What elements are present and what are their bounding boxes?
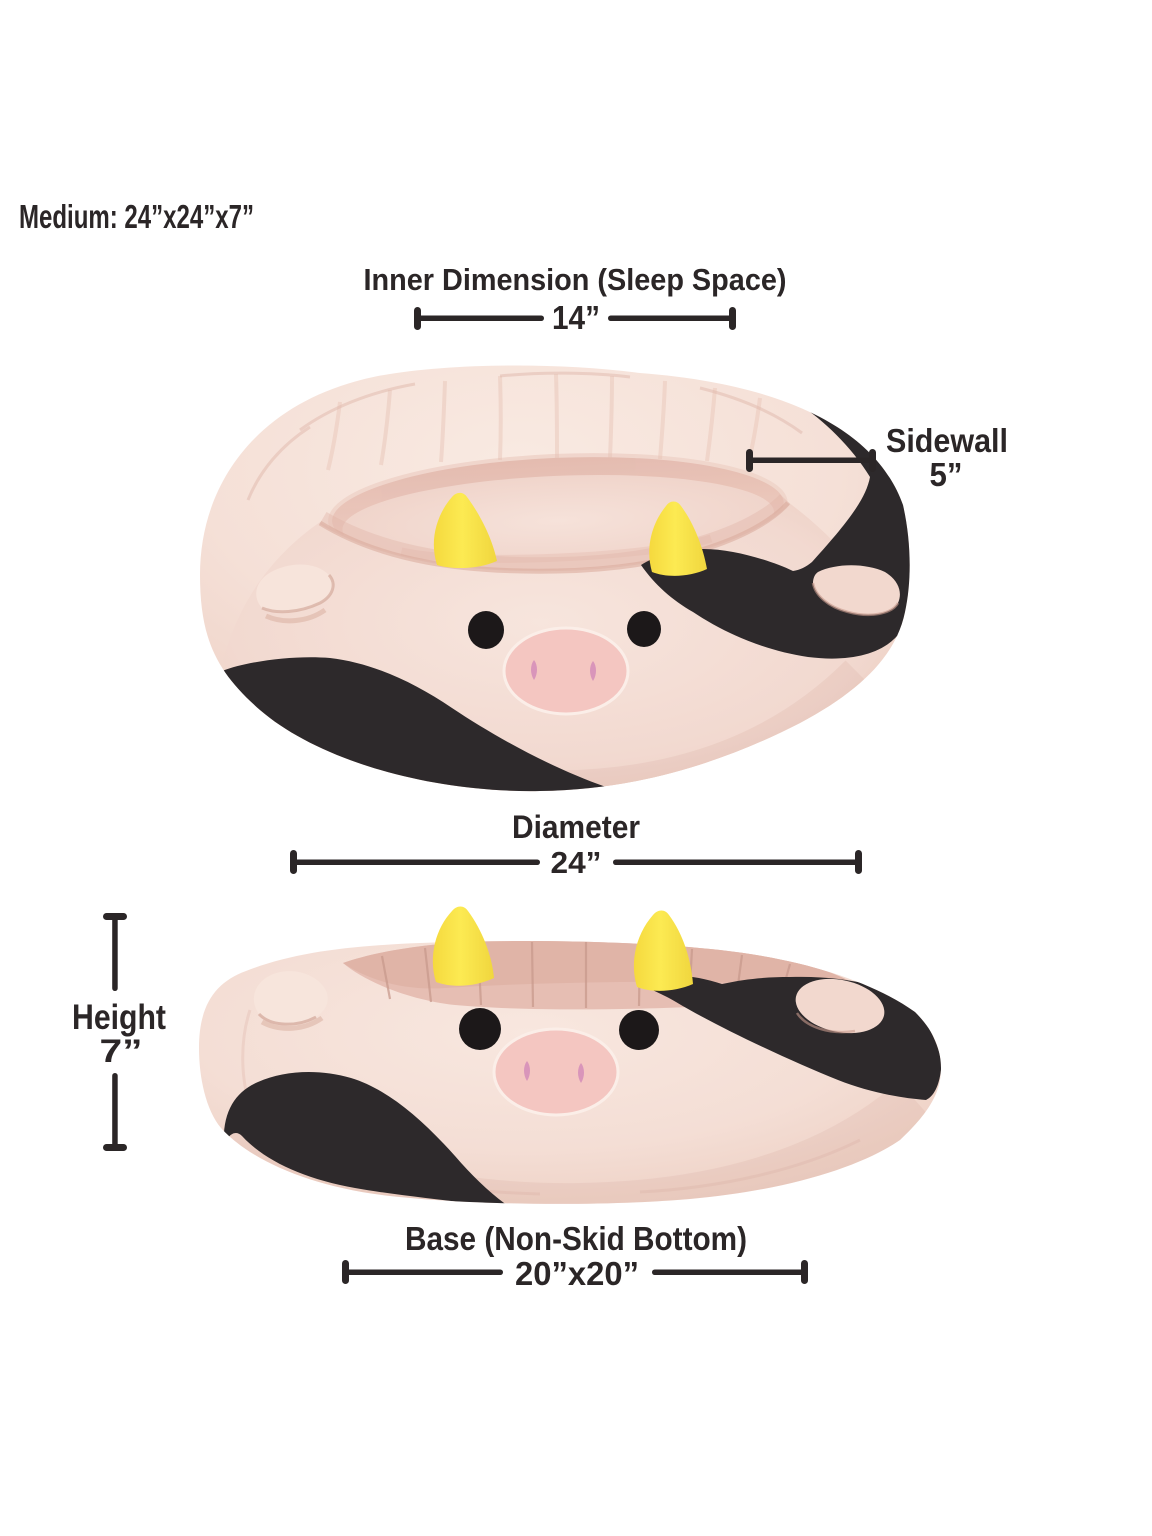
- svg-text:Inner Dimension (Sleep Space): Inner Dimension (Sleep Space): [364, 262, 787, 297]
- svg-text:Base (Non-Skid Bottom): Base (Non-Skid Bottom): [405, 1220, 747, 1257]
- svg-text:7”: 7”: [100, 1033, 143, 1069]
- svg-text:5”: 5”: [930, 456, 963, 493]
- svg-text:Medium: 24”x24”x7”: Medium: 24”x24”x7”: [19, 198, 254, 235]
- svg-text:14”: 14”: [552, 299, 600, 336]
- svg-text:Height: Height: [72, 998, 166, 1037]
- svg-text:Sidewall: Sidewall: [886, 422, 1008, 459]
- svg-text:Diameter: Diameter: [512, 809, 640, 845]
- svg-text:20”x20”: 20”x20”: [515, 1255, 639, 1292]
- svg-text:24”: 24”: [551, 845, 602, 880]
